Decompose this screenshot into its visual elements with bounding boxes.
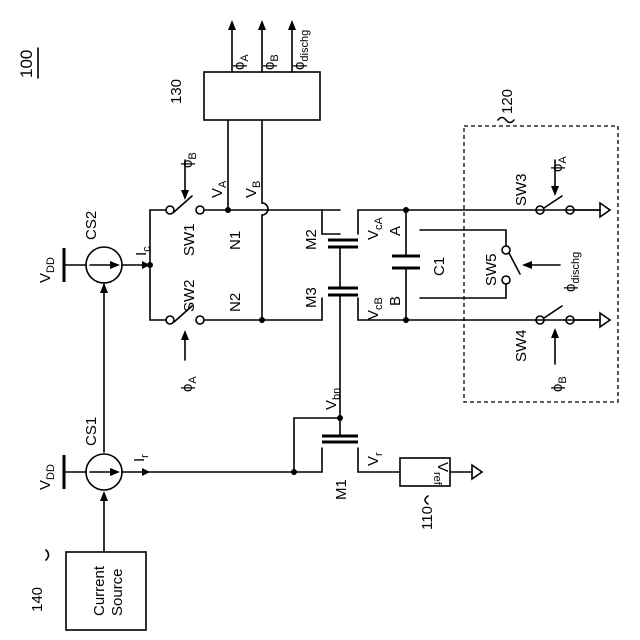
switch-sw3 xyxy=(536,196,610,217)
label-sw4-phi-b: ϕB xyxy=(549,376,569,392)
svg-text:ϕA: ϕA xyxy=(549,156,569,172)
label-vref: Vref xyxy=(431,462,451,486)
svg-text:VcA: VcA xyxy=(365,216,385,240)
label-node-a: A xyxy=(387,226,404,236)
svg-text:VcB: VcB xyxy=(365,297,385,320)
output-label-phi-b: ϕB xyxy=(261,54,281,70)
label-sw2-phi-a: ϕA xyxy=(179,376,199,392)
label-cs2: CS2 xyxy=(83,211,100,240)
svg-text:ϕA: ϕA xyxy=(179,376,199,392)
current-source-label-line2: Source xyxy=(109,568,126,616)
label-va: VA xyxy=(209,180,229,198)
output-label-phi-dischg: ϕdischg xyxy=(291,30,311,70)
svg-text:VB: VB xyxy=(243,181,263,198)
current-source-label-line1: Current xyxy=(91,565,108,616)
svg-text:Ir: Ir xyxy=(131,454,151,462)
label-m2: M2 xyxy=(303,229,320,250)
control-block-130 xyxy=(204,72,320,120)
label-vdd-cs2: VDD xyxy=(37,257,57,283)
label-sw5-phi-dischg: ϕdischg xyxy=(562,252,582,292)
label-n2: N2 xyxy=(227,293,244,312)
switch-sw4 xyxy=(536,306,610,327)
block-label-120: 120 xyxy=(499,89,516,114)
label-sw1-phi-b: ϕB xyxy=(179,152,199,168)
label-sw3: SW3 xyxy=(513,173,530,206)
label-cs1: CS1 xyxy=(83,417,100,446)
block-label-110: 110 xyxy=(419,506,436,530)
svg-text:ϕB: ϕB xyxy=(261,54,281,70)
block-label-140: 140 xyxy=(29,587,46,612)
svg-text:ϕdischg: ϕdischg xyxy=(562,252,582,292)
svg-text:VDD: VDD xyxy=(37,257,57,283)
svg-text:100: 100 xyxy=(17,50,36,78)
label-sw1: SW1 xyxy=(181,223,198,256)
label-sw3-phi-a: ϕA xyxy=(549,156,569,172)
label-vcb: VcB xyxy=(365,297,385,320)
svg-text:ϕA: ϕA xyxy=(231,54,251,70)
label-vca: VcA xyxy=(365,216,385,240)
label-sw5: SW5 xyxy=(483,253,500,286)
label-sw2: SW2 xyxy=(181,279,198,312)
label-ir: Ir xyxy=(131,454,151,462)
svg-text:ϕdischg: ϕdischg xyxy=(291,30,311,70)
label-node-b: B xyxy=(387,296,404,306)
svg-text:ϕB: ϕB xyxy=(179,152,199,168)
label-vdd-cs1: VDD xyxy=(37,464,57,490)
svg-text:VA: VA xyxy=(209,180,229,198)
block-label-130: 130 xyxy=(168,79,185,104)
label-m1: M1 xyxy=(333,479,350,500)
label-c1: C1 xyxy=(431,257,448,276)
transistor-m1 xyxy=(322,418,358,472)
label-m3: M3 xyxy=(303,287,320,308)
svg-text:Vr: Vr xyxy=(365,452,385,466)
label-vr: Vr xyxy=(365,452,385,466)
transistor-m2 xyxy=(322,210,358,247)
svg-text:VDD: VDD xyxy=(37,464,57,490)
label-sw4: SW4 xyxy=(513,329,530,362)
output-label-phi-a: ϕA xyxy=(231,54,251,70)
svg-text:ϕB: ϕB xyxy=(549,376,569,392)
svg-text:Vref: Vref xyxy=(431,462,451,486)
label-vb: VB xyxy=(243,181,263,198)
label-n1: N1 xyxy=(227,231,244,250)
figure-number: 100 xyxy=(17,48,38,78)
